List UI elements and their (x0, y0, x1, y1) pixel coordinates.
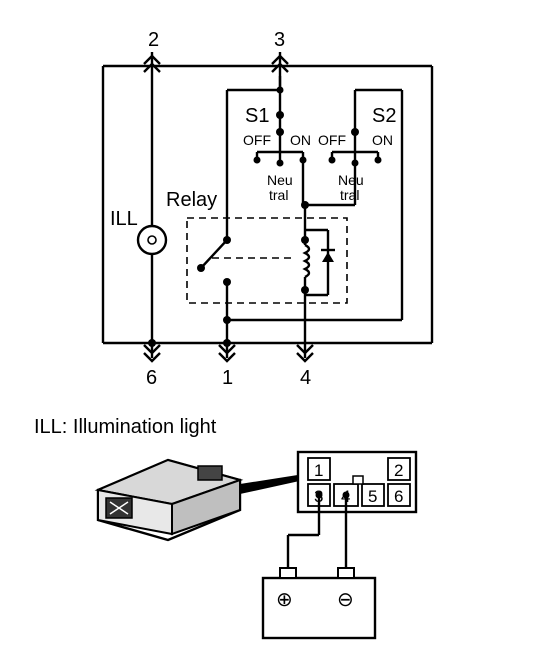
switch-s1 (225, 76, 307, 240)
terminal-4-arrow (296, 343, 314, 363)
terminal-2-label: 2 (148, 29, 159, 51)
ill-caption: ILL: Illumination light (34, 416, 217, 438)
pin-1-label: 1 (314, 461, 323, 480)
switch-s2 (301, 88, 404, 320)
pin-6-label: 6 (394, 487, 403, 506)
s2-off-label: OFF (318, 132, 346, 148)
battery-minus-icon: ⊖ (337, 589, 354, 611)
s1-off-label: OFF (243, 132, 271, 148)
relay-module-picture (94, 458, 304, 542)
connector-face (296, 450, 418, 514)
s1-neutral-label-top: Neu (267, 172, 293, 188)
relay-label: Relay (166, 189, 217, 211)
outer-frame (101, 64, 434, 345)
terminal-6-label: 6 (146, 367, 157, 389)
pin-5-label: 5 (368, 487, 377, 506)
illumination-lamp (136, 224, 168, 256)
bottom-bus (148, 316, 402, 347)
s2-neutral-label-bottom: tral (340, 187, 359, 203)
s2-label: S2 (372, 105, 396, 127)
s1-label: S1 (245, 105, 269, 127)
terminal-4-label: 4 (300, 367, 311, 389)
battery (261, 567, 377, 640)
s1-neutral-label-bottom: tral (269, 187, 288, 203)
terminal-2-arrow (143, 52, 161, 363)
terminal-1-label: 1 (222, 367, 233, 389)
s2-neutral-label-top: Neu (338, 172, 364, 188)
s1-on-label: ON (290, 132, 311, 148)
pin-2-label: 2 (394, 461, 403, 480)
battery-plus-icon: ⊕ (276, 589, 293, 611)
relay-box (186, 201, 348, 343)
ill-label: ILL (110, 208, 138, 230)
s2-on-label: ON (372, 132, 393, 148)
terminal-3-label: 3 (274, 29, 285, 51)
battery-leads (286, 491, 350, 572)
